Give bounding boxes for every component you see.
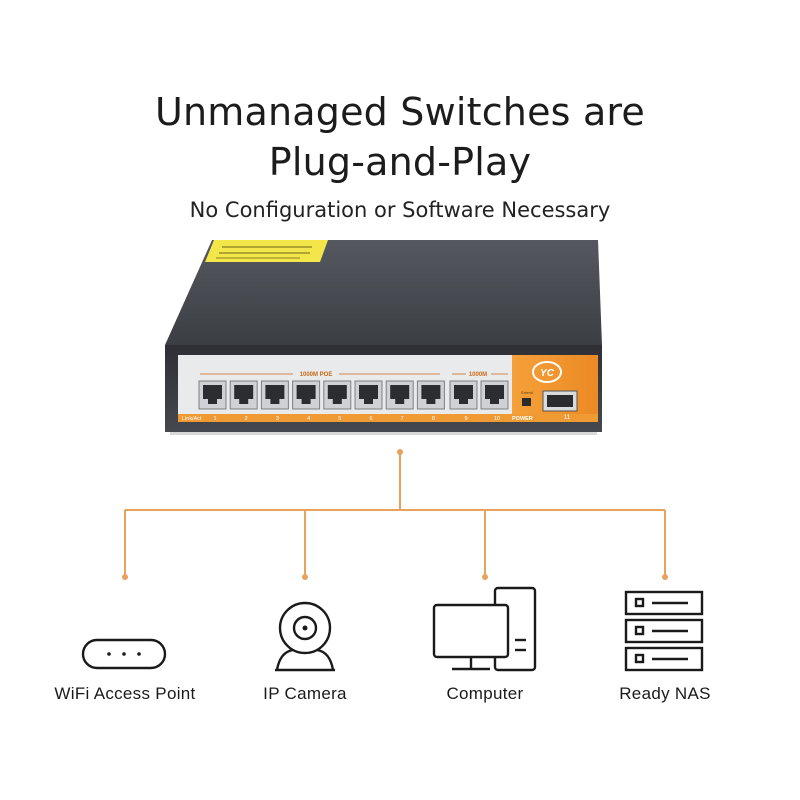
connection-tree	[124, 452, 666, 576]
rj45-port[interactable]	[449, 380, 478, 410]
switch-shadow	[170, 432, 597, 435]
rj45-port[interactable]	[323, 380, 352, 410]
drop-dot-1	[122, 574, 128, 580]
rj45-port[interactable]	[416, 380, 445, 410]
port-number: 3	[276, 416, 279, 422]
port-number: 10	[494, 416, 500, 422]
label-stripe	[178, 414, 598, 422]
port-number: 6	[369, 416, 372, 422]
extend-toggle[interactable]	[522, 398, 531, 406]
sfp-port[interactable]	[542, 390, 578, 412]
drop-dot-2	[302, 574, 308, 580]
port-number: 7	[401, 416, 404, 422]
rj45-port[interactable]	[198, 380, 227, 410]
port-number: 2	[245, 416, 248, 422]
subtitle: No Configuration or Software Necessary	[189, 198, 611, 222]
ip-camera-icon	[275, 601, 335, 672]
rj45-port[interactable]	[260, 380, 289, 410]
power-label: POWER	[512, 416, 533, 422]
connection-dots	[122, 449, 668, 580]
extend-label: Extend	[521, 391, 533, 395]
wifi-access-point-icon	[81, 638, 167, 670]
rj45-port[interactable]	[385, 380, 414, 410]
svg-text:YC: YC	[540, 368, 555, 379]
port-number: 4	[307, 416, 310, 422]
rj45-port[interactable]	[354, 380, 383, 410]
device-label-wifi: WiFi Access Point	[54, 684, 196, 703]
brand-logo: YC	[532, 361, 562, 383]
sfp-port-number: 11	[564, 415, 571, 421]
rj45-port[interactable]	[229, 380, 258, 410]
port-number-labels: 1 2 3 4 5 6 7 8 9 10	[213, 416, 500, 422]
device-label-nas: Ready NAS	[619, 684, 711, 703]
port-number: 5	[338, 416, 341, 422]
port-number: 9	[464, 416, 467, 422]
uplink-group-label: 1000M	[469, 372, 487, 378]
computer-icon	[432, 586, 537, 672]
rj45-port[interactable]	[292, 380, 321, 410]
port-number: 8	[432, 416, 435, 422]
switch-top-face	[165, 240, 602, 345]
warning-sticker	[205, 240, 328, 262]
rj45-port[interactable]	[480, 380, 509, 410]
heading-line-2: Plug-and-Play	[268, 140, 532, 184]
device-label-computer: Computer	[446, 684, 524, 703]
network-switch: YC 1000M POE 1000M 11 Extend Link/Act PO…	[165, 240, 602, 435]
trunk-dot	[397, 449, 403, 455]
rj45-port-group	[198, 380, 509, 410]
poe-group-label: 1000M POE	[300, 372, 333, 378]
device-label-camera: IP Camera	[263, 684, 347, 703]
nas-icon	[624, 590, 704, 672]
heading-line-1: Unmanaged Switches are	[154, 90, 645, 134]
link-act-label: Link/Act	[182, 416, 202, 422]
port-number: 1	[213, 416, 216, 422]
drop-dot-4	[662, 574, 668, 580]
drop-dot-3	[482, 574, 488, 580]
